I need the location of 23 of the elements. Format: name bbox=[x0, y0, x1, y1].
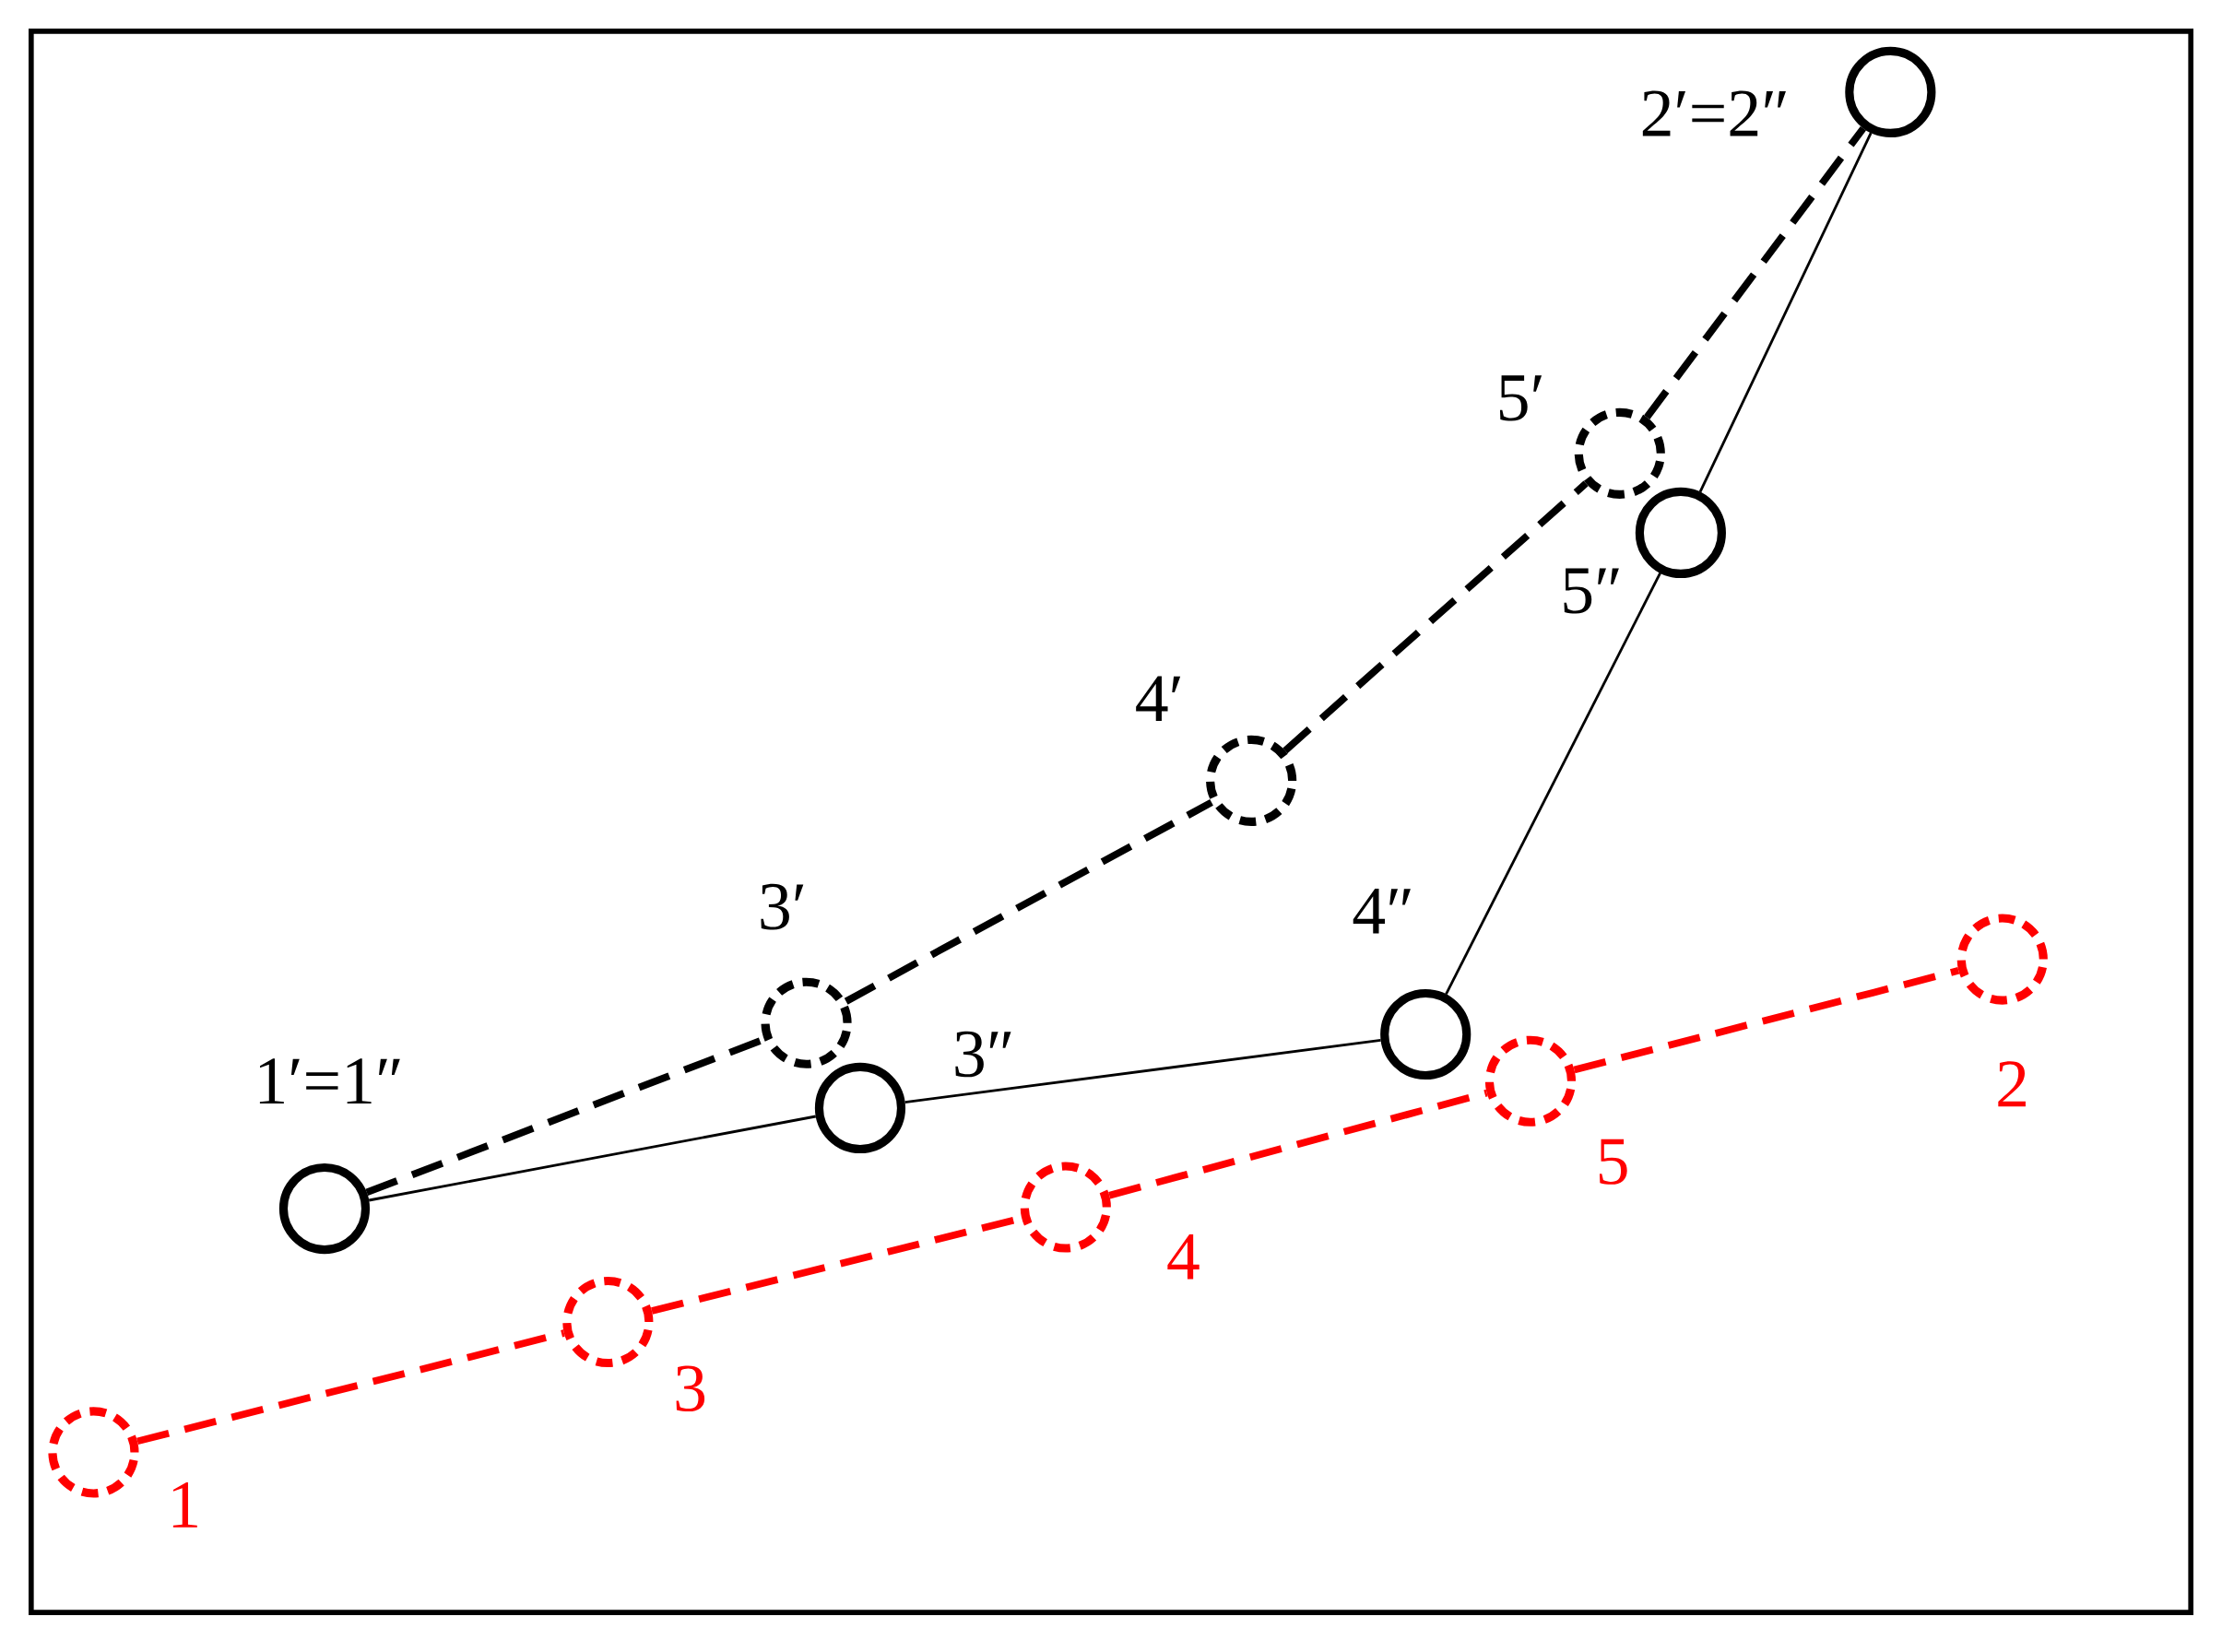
point-label: 4 bbox=[1167, 1234, 1200, 1280]
point-label: 3′ bbox=[761, 883, 804, 930]
point-label: 3 bbox=[676, 1365, 705, 1411]
point-label: 1′=1″ bbox=[259, 1058, 400, 1104]
connector-line bbox=[1573, 967, 1960, 1074]
connector-line bbox=[368, 1115, 816, 1202]
point-label: 5 bbox=[1599, 1139, 1627, 1185]
connector-line bbox=[1108, 1089, 1488, 1199]
point-label: 5″ bbox=[1564, 568, 1619, 614]
connector-line bbox=[1644, 125, 1867, 419]
point-label: 2′=2″ bbox=[1642, 90, 1786, 136]
point-label: 4′ bbox=[1136, 676, 1181, 721]
connector-line bbox=[844, 798, 1213, 1005]
point-label: 2 bbox=[1998, 1061, 2026, 1107]
connector-line bbox=[136, 1329, 565, 1446]
point-label: 3″ bbox=[955, 1031, 1011, 1078]
connector-line bbox=[1445, 572, 1661, 995]
point-label: 4″ bbox=[1353, 888, 1411, 934]
connector-line bbox=[1698, 132, 1873, 493]
connector-line bbox=[1282, 480, 1589, 754]
point-label: 5′ bbox=[1499, 375, 1542, 421]
point-label: 1 bbox=[172, 1481, 197, 1528]
connector-line bbox=[904, 1038, 1381, 1103]
